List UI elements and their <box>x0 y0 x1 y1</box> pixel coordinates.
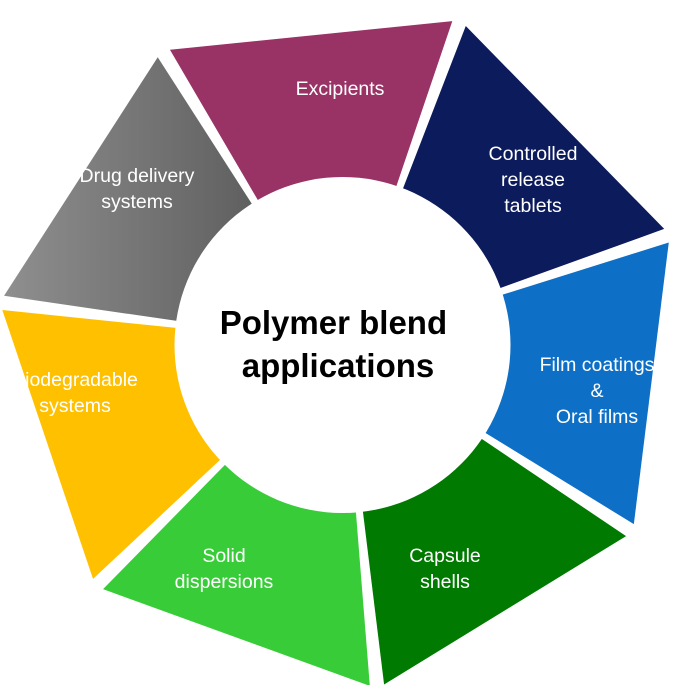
segment-label-line: shells <box>420 571 470 593</box>
segment-solid-dispersions <box>103 452 370 685</box>
segment-controlled-release-tablets <box>396 25 665 295</box>
segment-label-line: Film coatings <box>540 354 655 376</box>
segment-drug-delivery-systems <box>4 57 262 324</box>
segment-label-line: tablets <box>504 195 562 217</box>
segment-label-film-coatings-oral-films: Film coatings & Oral films <box>540 354 655 428</box>
segment-label-line: systems <box>101 191 173 213</box>
center-title-line-1: Polymer blend <box>220 304 447 341</box>
segment-label-line: Oral films <box>556 406 639 428</box>
segment-label-solid-dispersions: Solid dispersions <box>175 545 274 593</box>
center-title: Polymer blend applications <box>220 304 457 384</box>
segment-label-line: Solid <box>202 545 245 567</box>
center-circle <box>174 177 511 513</box>
segment-label-biodegradable-systems: Biodegradable systems <box>12 369 138 417</box>
segment-capsule-shells <box>360 428 627 685</box>
segment-label-line: & <box>590 380 603 402</box>
segment-label-excipients: Excipients <box>296 78 385 100</box>
segment-label-capsule-shells: Capsule shells <box>409 545 481 593</box>
center-title-line-2: applications <box>242 347 435 384</box>
wheel-segments <box>2 21 669 685</box>
segment-film-coatings-oral-films <box>470 242 669 525</box>
segment-label-drug-delivery-systems: Drug delivery systems <box>80 165 195 213</box>
segment-label-line: Biodegradable <box>12 369 138 391</box>
segment-label-line: Capsule <box>409 545 481 567</box>
segment-label-controlled-release-tablets: Controlled release tablets <box>489 143 578 217</box>
segment-label-line: Drug delivery <box>80 165 195 187</box>
segment-label-line: Controlled <box>489 143 578 165</box>
segment-label-line: release <box>501 169 565 191</box>
segment-label-line: Excipients <box>296 78 385 100</box>
segment-excipients <box>169 21 453 216</box>
segment-label-line: dispersions <box>175 571 274 593</box>
segment-label-line: systems <box>39 395 111 417</box>
segment-biodegradable-systems <box>2 310 234 579</box>
